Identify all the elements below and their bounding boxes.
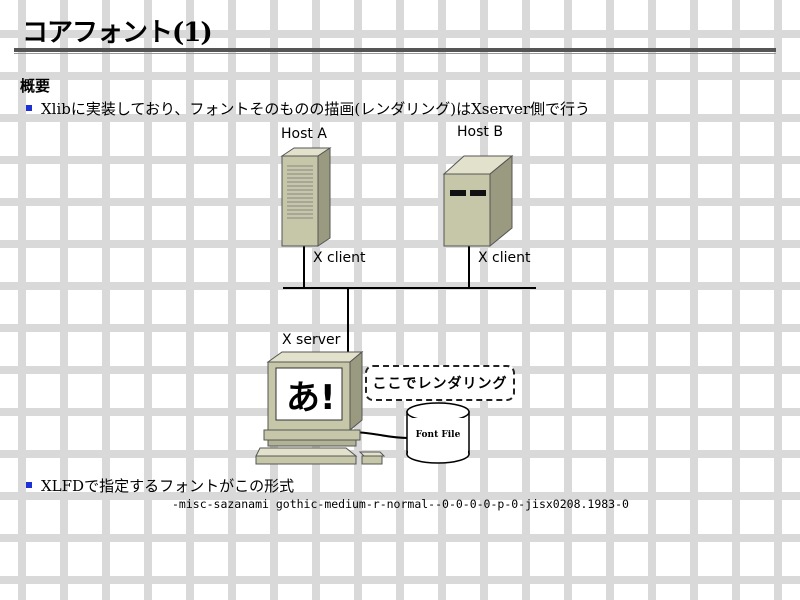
xlfd-example: -misc-sazanami gothic-medium-r-normal--0… [172, 497, 629, 511]
host-b-computer [444, 156, 512, 246]
host-a-computer [282, 148, 330, 246]
host-b-label: Host B [457, 124, 503, 140]
x-server-label: X server [282, 332, 340, 348]
x-client-label-b: X client [478, 250, 531, 266]
bullet-square-icon [26, 482, 32, 488]
bullet-item: XLFDで指定するフォントがこの形式 [26, 475, 294, 496]
host-a-label: Host A [281, 126, 327, 142]
rendering-callout: ここでレンダリング [365, 365, 515, 401]
screen-glyph: あ! [286, 370, 336, 419]
bullet-text: XLFDで指定するフォントがこの形式 [41, 475, 294, 496]
x-client-label-a: X client [313, 250, 366, 266]
font-file-label: Font File [409, 430, 467, 440]
